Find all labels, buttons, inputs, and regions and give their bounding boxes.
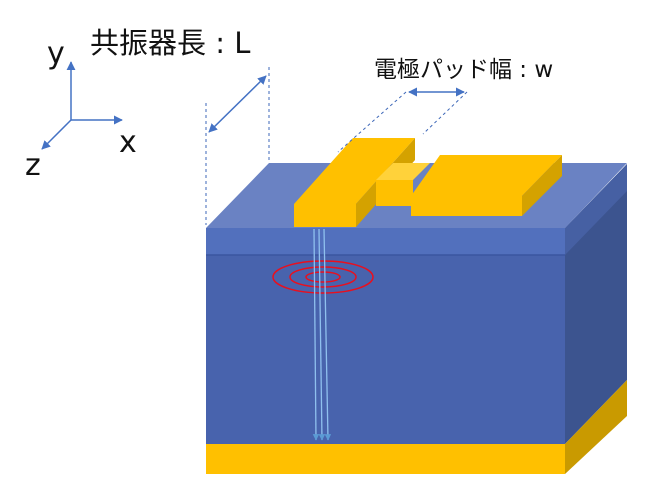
stripe-electrode-top	[294, 138, 415, 204]
chip-front-face	[206, 228, 565, 444]
emission-ring-outer	[272, 260, 374, 294]
front-upper-layer	[206, 228, 565, 255]
pad-width-guide-right	[422, 91, 468, 135]
bonding-pad-front	[411, 196, 522, 216]
resonator-length-label: 共振器長 : L	[90, 26, 250, 60]
emission-ring-middle	[289, 266, 357, 288]
coordinate-axes: y x z	[25, 36, 137, 183]
beam-line-1	[312, 228, 320, 441]
electrode-pads	[294, 138, 562, 227]
bridge-front	[376, 180, 413, 206]
beam-line-2	[318, 228, 326, 441]
x-axis-label: x	[119, 125, 137, 160]
light-beams	[312, 228, 332, 441]
length-annotation: 共振器長 : L	[90, 26, 270, 225]
bottom-electrode	[206, 444, 565, 474]
bonding-pad-side	[522, 155, 562, 216]
emission-ring-inner	[305, 271, 341, 283]
length-dimension-arrow	[208, 75, 267, 133]
substrate-side-electrode	[565, 380, 627, 474]
y-axis-label: y	[47, 36, 65, 71]
stripe-electrode-front	[294, 204, 356, 227]
pad-width-annotation: 電極パッド幅 : w	[337, 57, 553, 153]
beam-line-3	[323, 228, 332, 441]
bridge-top	[376, 163, 430, 180]
upper-side-strip	[565, 164, 627, 255]
pad-width-label: 電極パッド幅 : w	[374, 57, 553, 83]
z-axis-arrow	[41, 119, 72, 150]
emission-spot	[272, 260, 374, 294]
bonding-pad-top	[411, 155, 562, 196]
z-axis-label: z	[25, 148, 41, 183]
